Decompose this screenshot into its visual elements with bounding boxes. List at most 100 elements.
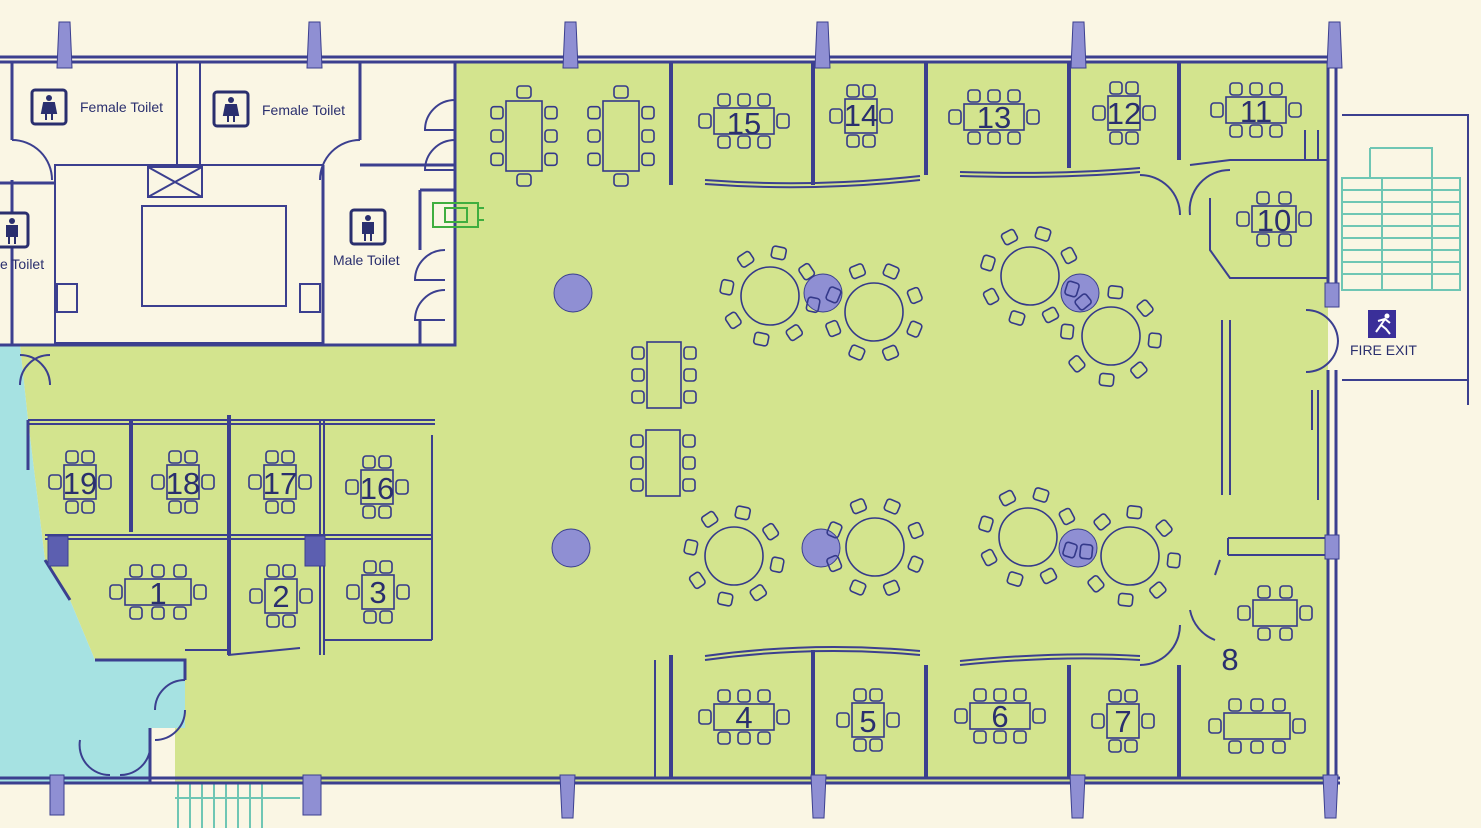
desk [713,107,775,135]
male-toilet-icon [349,208,387,246]
chair [862,134,876,148]
desk [63,464,97,500]
chair [1062,541,1078,559]
chair [1228,698,1242,712]
chair [716,591,734,607]
chair [1278,191,1292,205]
chair [544,105,558,120]
chair [1142,105,1156,121]
column [810,774,827,819]
chair [544,129,558,143]
lift-car [141,205,287,307]
desk [1106,703,1140,739]
chair [345,479,359,495]
chair [719,278,735,296]
stairs-south [175,782,300,828]
chair [770,245,788,261]
chair [299,588,313,604]
desk [963,103,1025,131]
chair [1279,585,1293,599]
chair [980,548,998,567]
chair [869,738,883,752]
chair [81,500,95,514]
chair [65,500,79,514]
chair [363,610,377,624]
chair [151,606,165,620]
chair [298,474,312,490]
chair [1000,228,1019,246]
chair [954,708,968,724]
room-label-female-toilet: Female Toilet [262,102,345,118]
chair [1288,102,1302,118]
office-floor [20,62,1328,782]
chair [1125,131,1139,145]
chair [490,129,504,143]
chair [846,134,860,148]
chair [544,152,558,167]
chair [1141,713,1155,729]
chair [613,85,629,99]
chair [980,254,996,272]
chair [879,108,893,124]
chair [490,152,504,167]
chair [1272,740,1286,754]
chair [1228,740,1242,754]
chair [682,478,696,492]
pod-label: 18 [166,466,200,501]
chair [1130,361,1148,379]
chair [1064,280,1080,298]
chair [1034,226,1052,242]
chair [698,709,712,725]
column [49,774,65,816]
round-table [998,507,1058,567]
chair [1117,592,1134,607]
room-labels: Female Toilet Female Toilet Male Toilet … [0,99,1417,358]
chair [1272,698,1286,712]
chair [724,311,742,330]
chair [1007,89,1021,103]
chair [362,505,376,519]
column [562,21,579,69]
chair [757,731,771,745]
chair [1032,487,1050,503]
chair [630,456,644,470]
chair [973,730,987,744]
chair [967,89,981,103]
chair [265,500,279,514]
desk [602,100,640,172]
chair [849,498,868,515]
chair [1060,323,1075,340]
chair [1008,310,1026,326]
chair [717,135,731,149]
chair [883,498,901,515]
chair [757,689,771,703]
chair [641,152,655,167]
chair [129,606,143,620]
chair [1269,82,1283,96]
pod-label: 3 [369,575,386,610]
chair [1068,355,1086,373]
lift-lobby [54,164,324,344]
pod-label: 4 [735,700,752,735]
round-table [1000,246,1060,306]
chair [825,319,842,338]
chair [631,390,645,404]
chair [682,434,696,448]
chair [173,606,187,620]
chair [516,85,532,99]
chair [1149,581,1167,599]
chair [848,344,866,361]
chair [1250,740,1264,754]
chair [1278,233,1292,247]
chair [266,614,280,628]
chair [1060,246,1078,265]
desk [505,100,543,172]
pod-label: 8 [1221,642,1238,677]
chair [907,555,924,573]
chair [1041,306,1060,324]
floor-areas [0,62,1328,782]
chair [1079,543,1094,560]
desk [1223,712,1291,740]
lift-panel [56,283,78,313]
desk [969,702,1031,730]
